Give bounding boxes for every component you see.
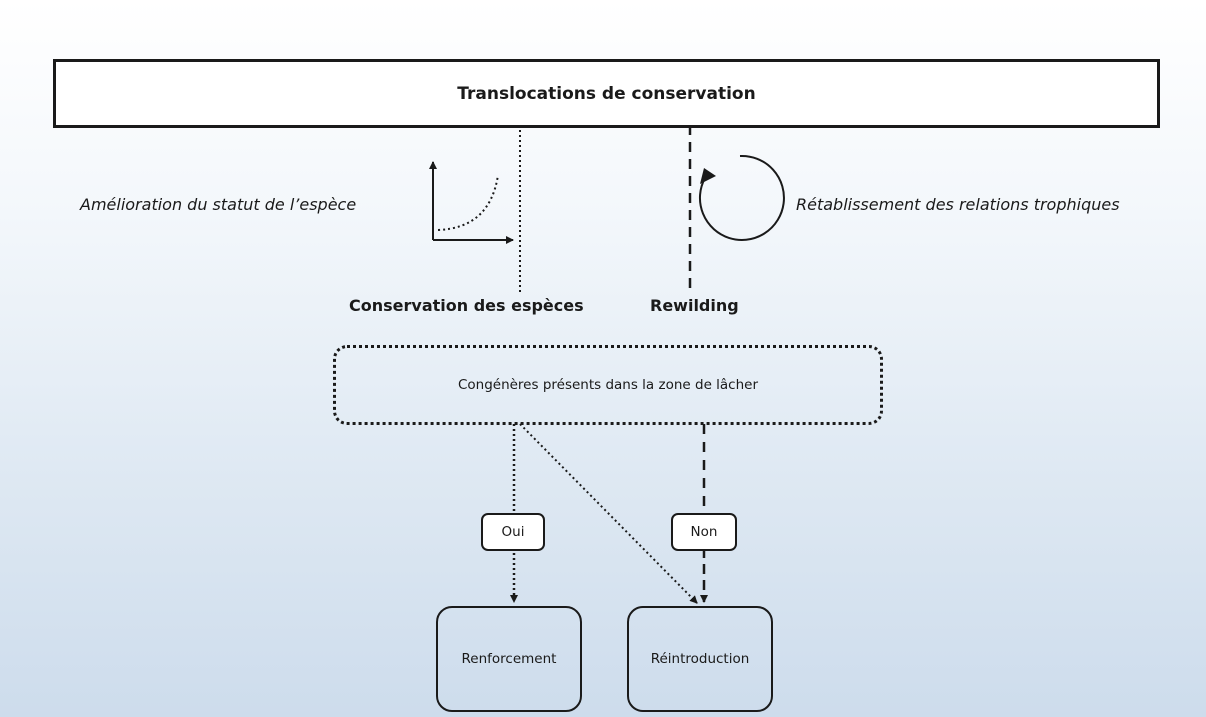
cycle-arrow-icon — [698, 154, 785, 241]
no-label: Non — [690, 524, 718, 540]
diagonal-arrow — [519, 423, 698, 604]
species-conservation-label: Conservation des espèces — [349, 296, 584, 315]
left-goal-text: Amélioration du statut de l’espèce — [80, 195, 357, 214]
no-label-box: Non — [671, 513, 737, 551]
title-box: Translocations de conservation — [53, 59, 1160, 128]
condition-text: Congénères présents dans la zone de lâch… — [457, 377, 759, 393]
outcome-left-text: Renforcement — [461, 651, 557, 667]
condition-box: Congénères présents dans la zone de lâch… — [333, 345, 883, 425]
outcome-renforcement: Renforcement — [436, 606, 582, 712]
title: Translocations de conservation — [457, 83, 756, 104]
yes-label-box: Oui — [481, 513, 545, 551]
rewilding-label: Rewilding — [650, 296, 739, 315]
outcome-right-text: Réintroduction — [650, 651, 750, 667]
yes-label: Oui — [501, 524, 525, 540]
right-goal-text: Rétablissement des relations trophiques — [796, 195, 1120, 214]
outcome-reintroduction: Réintroduction — [627, 606, 773, 712]
growth-curve-icon — [429, 161, 514, 244]
